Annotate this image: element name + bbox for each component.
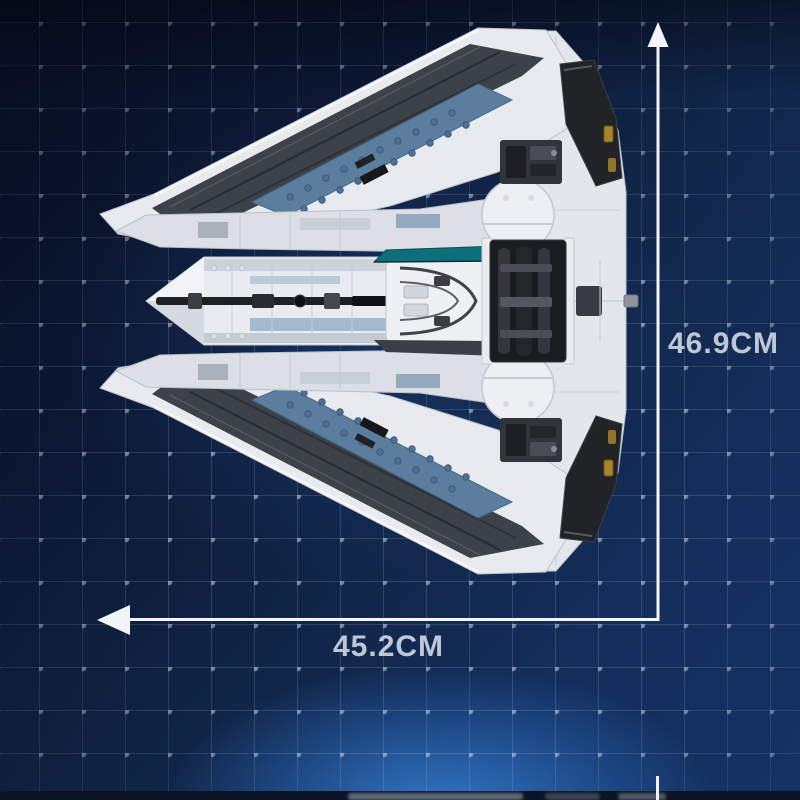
center-greeble-column [481,237,575,365]
bottom-reflection-smudge [348,793,523,800]
wing-leading-edge-highlight [153,28,479,198]
nose-facet-bottom [146,301,204,345]
height-dimension-label: 46.9CM [668,327,780,360]
next-section-dimension-line [656,776,659,800]
stern-details [576,260,639,342]
exhaust-cluster [559,59,623,187]
width-dimension-label: 45.2CM [333,630,445,663]
hull-strip [114,196,505,254]
stern-antenna [623,294,639,308]
cockpit [385,253,493,349]
left-arrowhead-icon [97,605,130,635]
nose-facet-top [146,257,204,301]
gold-cylinder [608,158,616,172]
wing-band-texture [169,46,517,220]
canopy-teal-edge [373,260,493,263]
canopy-lower-strip [374,340,500,356]
dimension-lines [97,22,669,635]
wing-grill-greebles [354,153,389,185]
fuselage-studs [210,264,246,340]
engine-dome [481,178,555,252]
bottom-reflection-smudge [618,793,666,800]
up-arrowhead-icon [647,22,669,47]
gold-cylinder [603,125,614,143]
wing-dark-band [152,44,544,228]
bottom-reflection-smudge [545,793,600,800]
shoulder-greebles [500,140,562,184]
ship-center [145,237,639,365]
fuselage-stripes [204,259,388,343]
ship-top-half [99,27,627,302]
